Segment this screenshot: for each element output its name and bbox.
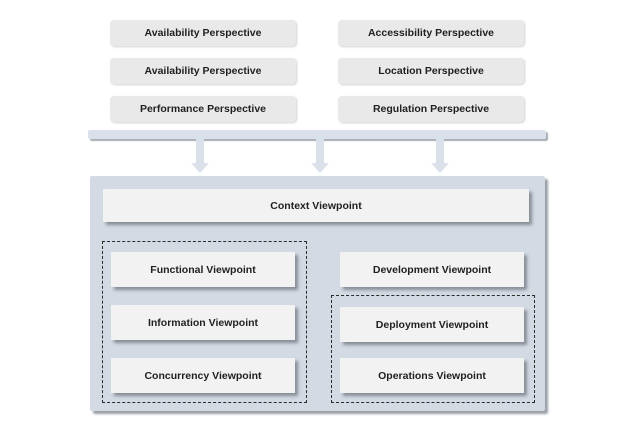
deployment-viewpoints-group — [331, 295, 535, 403]
viewpoint-box-information: Information Viewpoint — [111, 305, 295, 340]
perspective-box-regulation: Regulation Perspective — [338, 96, 524, 122]
perspective-box-accessibility: Accessibility Perspective — [338, 20, 524, 46]
down-arrow-icon — [191, 139, 209, 173]
arrow-head — [431, 163, 449, 173]
viewpoint-box-development: Development Viewpoint — [340, 252, 524, 287]
arrow-head — [191, 163, 209, 173]
down-arrow-icon — [431, 139, 449, 173]
perspective-box-availability-2: Availability Perspective — [110, 58, 296, 84]
arrow-stem — [316, 139, 324, 163]
viewpoint-box-operations: Operations Viewpoint — [340, 358, 524, 393]
context-viewpoint-box: Context Viewpoint — [103, 189, 529, 222]
viewpoint-box-concurrency: Concurrency Viewpoint — [111, 358, 295, 393]
perspective-box-location: Location Perspective — [338, 58, 524, 84]
arrow-stem — [196, 139, 204, 163]
functional-viewpoints-group — [102, 241, 307, 403]
down-arrow-icon — [311, 139, 329, 173]
arrow-stem — [436, 139, 444, 163]
perspective-box-availability-1: Availability Perspective — [110, 20, 296, 46]
viewpoint-box-functional: Functional Viewpoint — [111, 252, 295, 287]
viewpoint-box-deployment: Deployment Viewpoint — [340, 307, 524, 342]
flow-bar — [88, 130, 546, 139]
perspective-box-performance: Performance Perspective — [110, 96, 296, 122]
arrow-head — [311, 163, 329, 173]
